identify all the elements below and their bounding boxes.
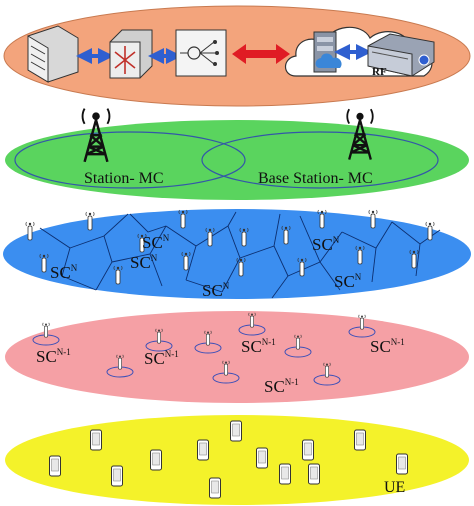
sc-n1-label: SCN-1 [370,337,405,356]
macro-cell-layer: Station- MC Base Station- MC [5,107,469,200]
sc-n-label: SCN [202,281,230,300]
sc-n1-layer: SCN-1 SCN-1 SCN-1 SCN-1 SCN-1 [5,311,469,403]
phone-icon [90,429,102,451]
voronoi-cell-boundaries [39,211,441,299]
phone-icon [396,453,408,475]
sc-n-label: SCN [312,235,340,254]
router-icon [109,29,153,79]
switch-icon [175,29,227,77]
phone-icon [230,420,242,442]
rf-label: RF [372,66,387,78]
sc-n1-layer-ellipse [5,311,469,403]
ue-layer: UE [5,415,469,505]
sc-n-layer: SCN SCN SCN SCN SCN SCN [3,209,471,300]
sc-n-layer-ellipse [3,209,471,299]
phone-icon [354,429,366,451]
server-stack-icon [27,25,79,83]
macro-label-right: Base Station- MC [258,170,373,187]
red-link-arrow [232,44,290,64]
sc-n-label: SCN [334,272,362,291]
sc-n1-label: SCN-1 [36,347,71,366]
macro-layer-ellipse [5,120,469,200]
phone-icon [279,463,291,485]
phone-icon [256,447,268,469]
phone-icon [111,465,123,487]
macro-label-left: Station- MC [84,170,164,187]
phone-icon [150,449,162,471]
phone-icon [308,463,320,485]
phone-icon [49,455,61,477]
sc-n1-label: SCN-1 [241,337,276,356]
macro-coverage-right [201,131,439,189]
phone-icon [209,477,221,499]
cloud-server-icon [313,31,342,73]
phone-icon [197,439,209,461]
core-network-layer: RF [3,5,471,107]
sc-n-label: SCN [130,253,158,272]
sc-n1-label: SCN-1 [264,377,299,396]
sc-n-label: SCN [142,233,170,252]
ue-label: UE [384,479,405,496]
sc-n-label: SCN [50,263,78,282]
sc-n1-cells [32,312,376,386]
phone-icon [302,439,314,461]
rf-unit-icon [367,33,435,77]
macro-coverage-left [14,131,246,189]
sc-n1-label: SCN-1 [144,349,179,368]
